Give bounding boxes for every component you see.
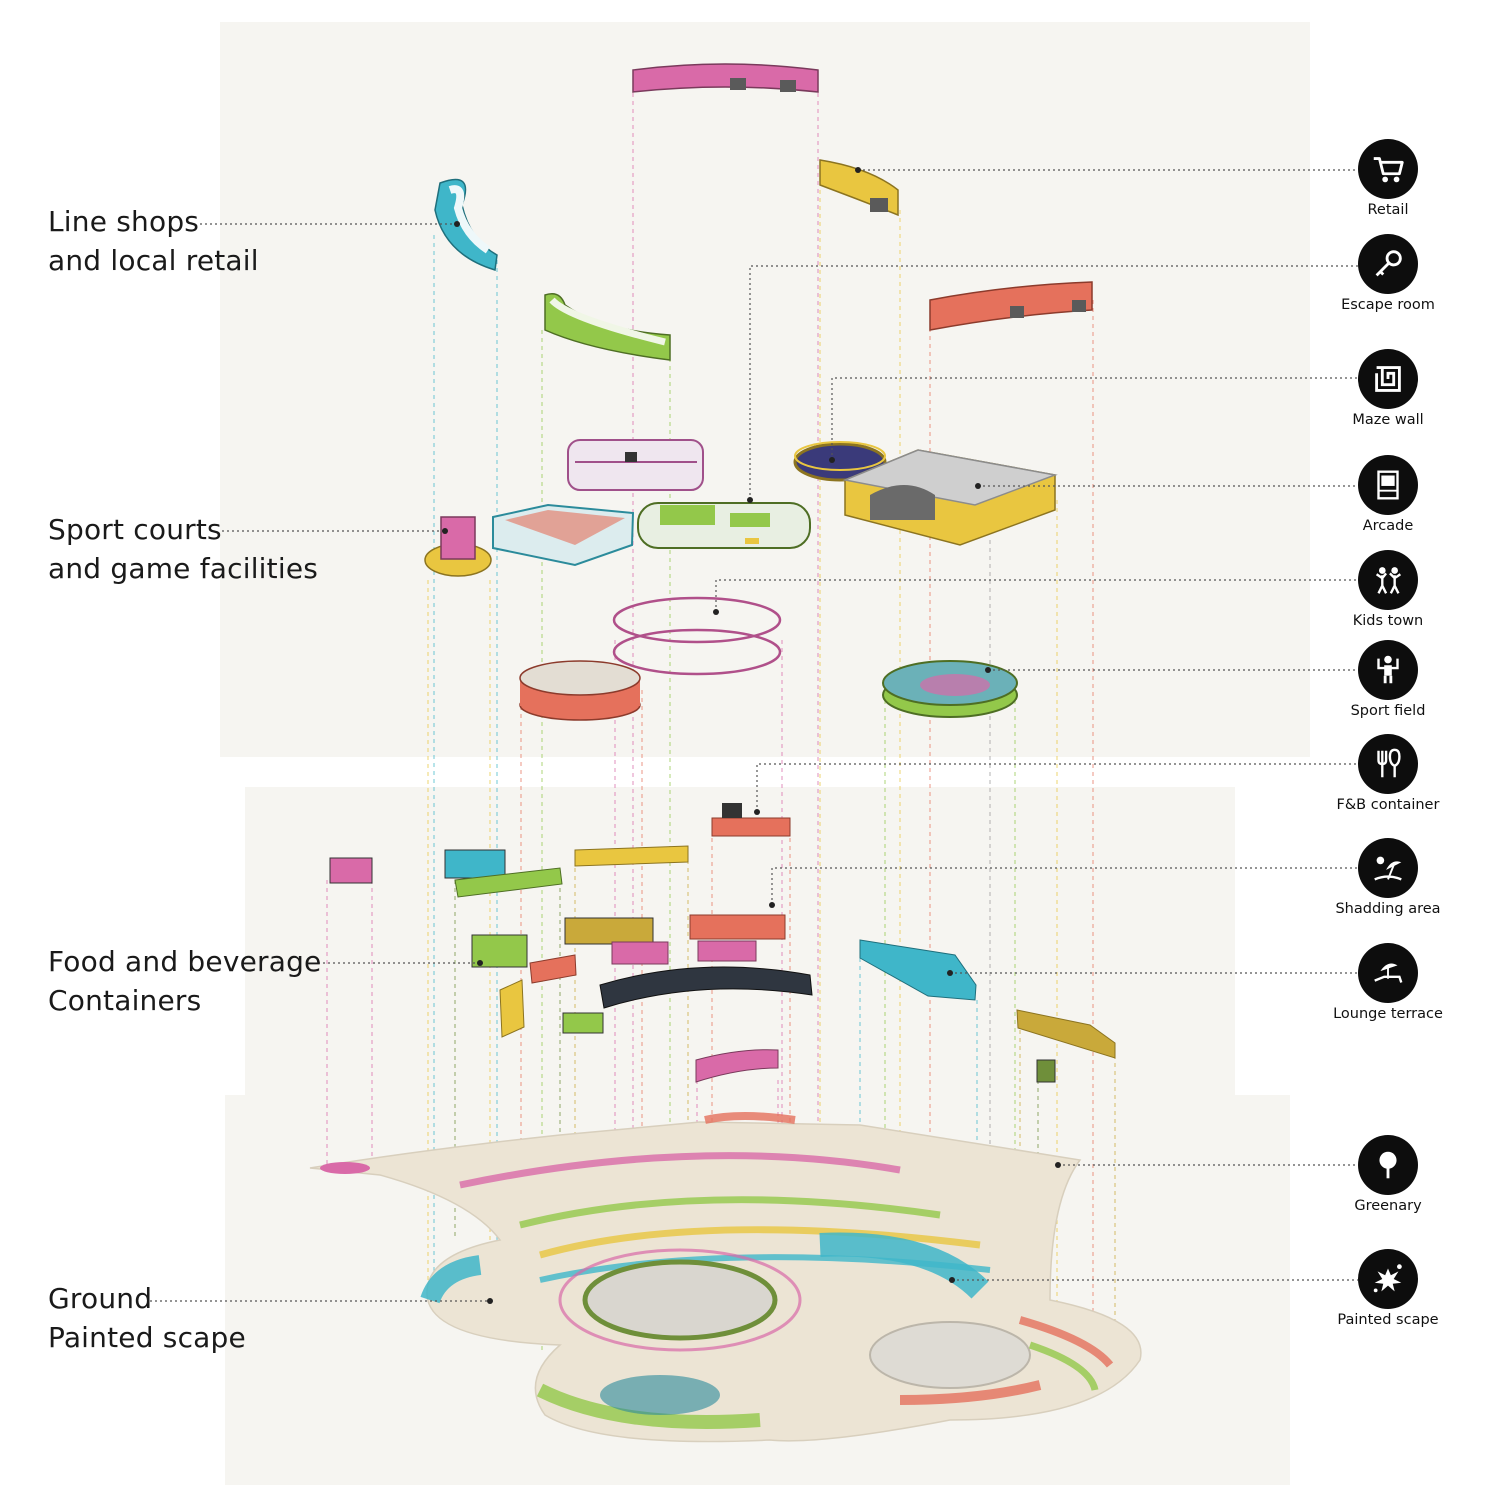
legend-label: Sport field bbox=[1350, 703, 1426, 719]
legend-label: Greenary bbox=[1354, 1198, 1422, 1214]
arcade-building bbox=[842, 449, 1058, 546]
left-leader-dots bbox=[442, 221, 493, 1304]
maze-wall-court bbox=[793, 441, 887, 482]
cutlery-icon bbox=[1358, 734, 1418, 794]
legend-label: Lounge terrace bbox=[1333, 1006, 1443, 1022]
ground-plan bbox=[309, 1112, 1142, 1443]
section-label-line1: Sport courts bbox=[48, 513, 222, 546]
legend-item-sport-field: Sport field bbox=[1308, 640, 1468, 719]
key-icon bbox=[1358, 234, 1418, 294]
arcade-machine-icon bbox=[1358, 455, 1418, 515]
coral-line-shop bbox=[929, 281, 1093, 331]
section-label-ground: Ground Painted scape bbox=[48, 1279, 246, 1357]
kids-icon bbox=[1358, 550, 1418, 610]
cyan-court bbox=[492, 503, 635, 567]
legend-item-lounge-terrace: Lounge terrace bbox=[1308, 943, 1468, 1022]
maze-icon bbox=[1358, 349, 1418, 409]
section-label-line2: Painted scape bbox=[48, 1321, 246, 1354]
legend-item-fnb-container: F&B container bbox=[1308, 734, 1468, 813]
section-label-line2: Containers bbox=[48, 984, 202, 1017]
legend-item-escape-room: Escape room bbox=[1308, 234, 1468, 313]
section-label-line2: and local retail bbox=[48, 244, 259, 277]
section-label-sport-courts: Sport courts and game facilities bbox=[48, 510, 318, 588]
legend-item-greenary: Greenary bbox=[1308, 1135, 1468, 1214]
pink-tower-court bbox=[424, 516, 492, 577]
section-label-line2: and game facilities bbox=[48, 552, 319, 585]
legend-label: Painted scape bbox=[1337, 1312, 1439, 1328]
right-leader-dots bbox=[713, 167, 1061, 1283]
left-leader-lines bbox=[150, 223, 490, 1302]
legend-item-maze-wall: Maze wall bbox=[1308, 349, 1468, 428]
right-leader-lines bbox=[715, 169, 1358, 1281]
legend-item-retail: Retail bbox=[1308, 139, 1468, 218]
legend-item-kids-town: Kids town bbox=[1308, 550, 1468, 629]
sport-field-court bbox=[882, 660, 1018, 718]
coral-drum-court bbox=[519, 660, 641, 721]
legend-label: Escape room bbox=[1341, 297, 1435, 313]
green-line-shop bbox=[544, 293, 671, 361]
legend-item-shadding-area: Shadding area bbox=[1308, 838, 1468, 917]
legend-label: Maze wall bbox=[1352, 412, 1424, 428]
legend-label: Shadding area bbox=[1335, 901, 1441, 917]
escape-room-structure bbox=[567, 439, 704, 491]
pink-line-shop bbox=[632, 63, 819, 93]
legend-item-painted-scape: Painted scape bbox=[1308, 1249, 1468, 1328]
paint-splash-icon bbox=[1358, 1249, 1418, 1309]
kids-town-structure bbox=[637, 502, 811, 549]
section-label-line1: Ground bbox=[48, 1282, 153, 1315]
legend-label: F&B container bbox=[1336, 797, 1440, 813]
fnb-containers bbox=[329, 803, 1116, 1083]
legend-label: Arcade bbox=[1362, 518, 1414, 534]
kids-town-ring bbox=[612, 596, 782, 676]
cyan-line-shop bbox=[434, 178, 498, 271]
lounge-chair-icon bbox=[1358, 943, 1418, 1003]
athlete-icon bbox=[1358, 640, 1418, 700]
legend-label: Kids town bbox=[1352, 613, 1424, 629]
section-label-line-shops: Line shops and local retail bbox=[48, 202, 259, 280]
legend-label: Retail bbox=[1367, 202, 1409, 218]
section-label-line1: Food and beverage bbox=[48, 945, 322, 978]
section-label-line1: Line shops bbox=[48, 205, 200, 238]
tree-icon bbox=[1358, 1135, 1418, 1195]
yellow-line-shop bbox=[819, 159, 899, 217]
cart-icon bbox=[1358, 139, 1418, 199]
legend-item-arcade: Arcade bbox=[1308, 455, 1468, 534]
section-label-food-beverage: Food and beverage Containers bbox=[48, 942, 322, 1020]
umbrella-sun-icon bbox=[1358, 838, 1418, 898]
upper-panel bbox=[220, 22, 1310, 757]
